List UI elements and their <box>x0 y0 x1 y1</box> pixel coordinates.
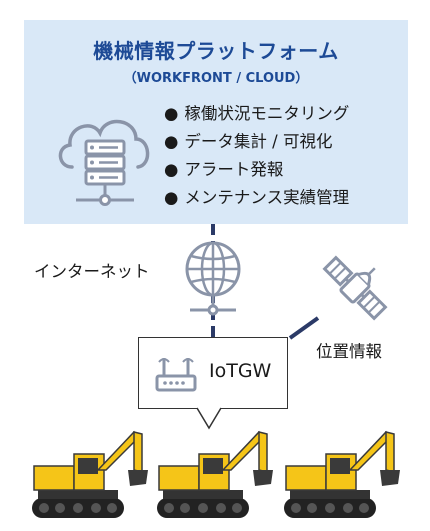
feature-list: 稼働状況モニタリング データ集計 / 可視化 アラート発報 メンテナンス実績管理 <box>164 100 349 212</box>
gateway-callout: IoTGW <box>138 337 288 409</box>
gps-label: 位置情報 <box>316 342 382 361</box>
feature-item: メンテナンス実績管理 <box>164 184 349 212</box>
platform-subtitle: （WORKFRONT / CLOUD） <box>123 71 309 86</box>
excavator-icon <box>157 430 273 518</box>
excavator-icon <box>32 430 148 518</box>
feature-item: アラート発報 <box>164 156 349 184</box>
internet-label: インターネット <box>34 262 150 281</box>
feature-item: データ集計 / 可視化 <box>164 128 349 156</box>
cloud-server-icon <box>58 119 150 206</box>
globe-icon <box>185 241 241 316</box>
router-icon <box>155 358 197 392</box>
satellite-icon <box>322 255 388 321</box>
gateway-label: IoTGW <box>209 360 272 382</box>
excavator-icon <box>284 430 400 518</box>
cloud-platform-panel: 機械情報プラットフォーム （WORKFRONT / CLOUD） 稼働状況モニタ… <box>24 20 408 224</box>
callout-tail <box>196 406 222 430</box>
feature-item: 稼働状況モニタリング <box>164 100 349 128</box>
platform-title: 機械情報プラットフォーム <box>93 39 339 63</box>
